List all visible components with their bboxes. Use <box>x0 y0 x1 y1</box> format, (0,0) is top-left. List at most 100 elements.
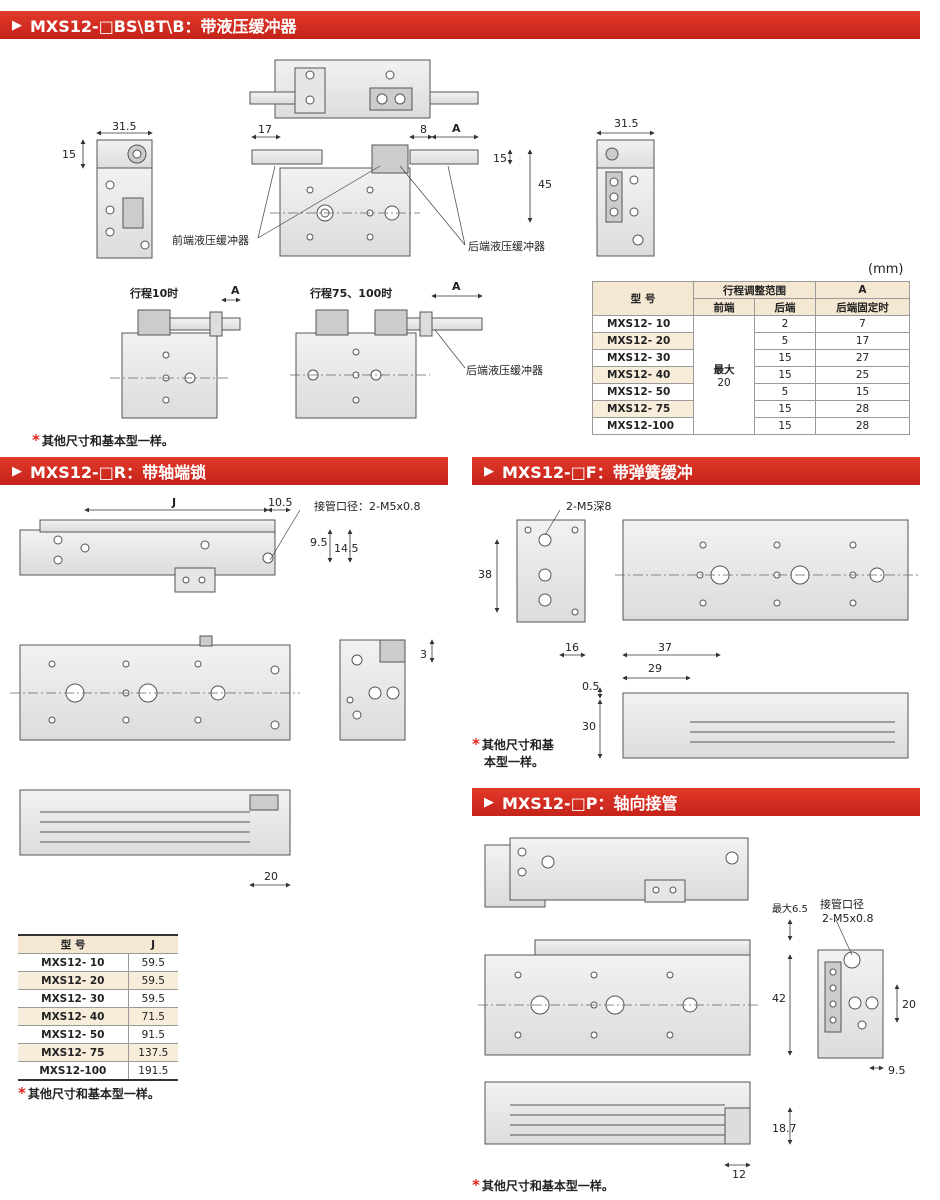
bs-end-view-right <box>596 139 655 257</box>
f-front-view <box>622 519 909 621</box>
f-end-view <box>516 519 586 623</box>
dim-10-5: 10.5 <box>268 496 293 509</box>
dim-45: 45 <box>538 178 552 191</box>
cell-rear: 15 <box>754 417 816 435</box>
asterisk-icon: * <box>472 735 480 753</box>
cell-model: MXS12- 50 <box>592 383 694 401</box>
stroke75-label: 行程75、100时 <box>310 287 393 300</box>
dim-9-5-p: 9.5 <box>888 1064 906 1077</box>
dim-20-p: 20 <box>902 998 916 1011</box>
p-top-view <box>484 837 749 908</box>
section-banner-bs: ▶ MXS12-□BS\BT\B：带液压缓冲器 <box>0 11 920 39</box>
dim-29: 29 <box>648 662 662 675</box>
bs-top-view <box>249 59 479 119</box>
cell-A: 28 <box>815 400 910 418</box>
r-top-view <box>19 519 276 593</box>
cell-model: MXS12- 10 <box>592 315 694 333</box>
port-label-p-1: 接管口径 <box>820 898 864 911</box>
section-banner-p: ▶ MXS12-□P：轴向接管 <box>472 788 920 816</box>
cell-J: 91.5 <box>128 1025 178 1044</box>
asterisk-icon: * <box>472 1176 480 1194</box>
cell-J: 59.5 <box>128 971 178 990</box>
cell-A: 28 <box>815 417 910 435</box>
cell-front-max: 最大 <box>713 363 735 376</box>
triangle-icon: ▶ <box>12 463 22 479</box>
bs-stroke10-view <box>121 309 241 419</box>
cell-rear: 5 <box>754 332 816 350</box>
cell-model: MXS12- 30 <box>592 349 694 367</box>
cell-A: 25 <box>815 366 910 384</box>
th-range: 行程调整范围 <box>693 281 816 299</box>
cell-model: MXS12- 75 <box>592 400 694 418</box>
note-f: *其他尺寸和基本型一样。 <box>472 735 554 769</box>
dim-14-5: 14.5 <box>334 542 359 555</box>
cell-A: 15 <box>815 383 910 401</box>
dim-15-left: 15 <box>62 148 76 161</box>
section-banner-r: ▶ MXS12-□R：带轴端锁 <box>0 457 448 485</box>
p-front-view <box>484 939 751 1056</box>
rear-buffer-label: 后端液压缓冲器 <box>468 240 545 253</box>
cell-model: MXS12- 40 <box>592 366 694 384</box>
th-front: 前端 <box>693 298 755 316</box>
dim-0-5: 0.5 <box>582 680 600 693</box>
bs-front-view <box>251 144 479 257</box>
cell-model: MXS12- 75 <box>18 1043 129 1062</box>
dim-30: 30 <box>582 720 596 733</box>
f-side-view <box>622 692 909 759</box>
dim-J: J <box>172 496 177 509</box>
cell-A: 17 <box>815 332 910 350</box>
dim-37: 37 <box>658 641 672 654</box>
cell-model: MXS12- 50 <box>18 1025 129 1044</box>
section-title-p: MXS12-□P：轴向接管 <box>502 794 678 813</box>
dim-31-5-left: 31.5 <box>112 120 137 133</box>
asterisk-icon: * <box>18 1084 26 1102</box>
cell-rear: 15 <box>754 349 816 367</box>
r-side-view <box>19 789 291 856</box>
dim-A-stroke10: A <box>231 284 240 297</box>
note-r: *其他尺寸和基本型一样。 <box>18 1084 160 1102</box>
triangle-icon: ▶ <box>484 463 494 479</box>
cell-model: MXS12- 10 <box>18 953 129 972</box>
unit-label: (mm) <box>868 262 904 277</box>
th-j: J <box>128 934 178 954</box>
th-model: 型 号 <box>592 281 694 316</box>
stroke10-label: 行程10时 <box>130 287 179 300</box>
note-p: *其他尺寸和基本型一样。 <box>472 1176 614 1194</box>
dim-max-6-5: 最大6.5 <box>772 904 808 915</box>
rear-buffer-label-2: 后端液压缓冲器 <box>466 364 543 377</box>
p-side-view <box>484 1081 751 1145</box>
r-end-view <box>339 639 406 741</box>
th-A: A <box>815 281 910 299</box>
cell-J: 59.5 <box>128 953 178 972</box>
port-label-r: 接管口径：2-M5x0.8 <box>314 500 421 513</box>
th-A-fixed: 后端固定时 <box>815 298 910 316</box>
dim-15-right: 15 <box>493 152 507 165</box>
cell-model: MXS12- 30 <box>18 989 129 1008</box>
cell-A: 27 <box>815 349 910 367</box>
dim-20-r: 20 <box>264 870 278 883</box>
cell-model: MXS12- 20 <box>592 332 694 350</box>
dim-9-5: 9.5 <box>310 536 328 549</box>
bs-end-view-left <box>96 139 153 259</box>
cell-A: 7 <box>815 315 910 333</box>
p-end-view <box>817 949 884 1059</box>
cell-J: 59.5 <box>128 989 178 1008</box>
cell-rear: 5 <box>754 383 816 401</box>
asterisk-icon: * <box>32 431 40 449</box>
note-bs: *其他尺寸和基本型一样。 <box>32 431 174 449</box>
dim-17: 17 <box>258 123 272 136</box>
